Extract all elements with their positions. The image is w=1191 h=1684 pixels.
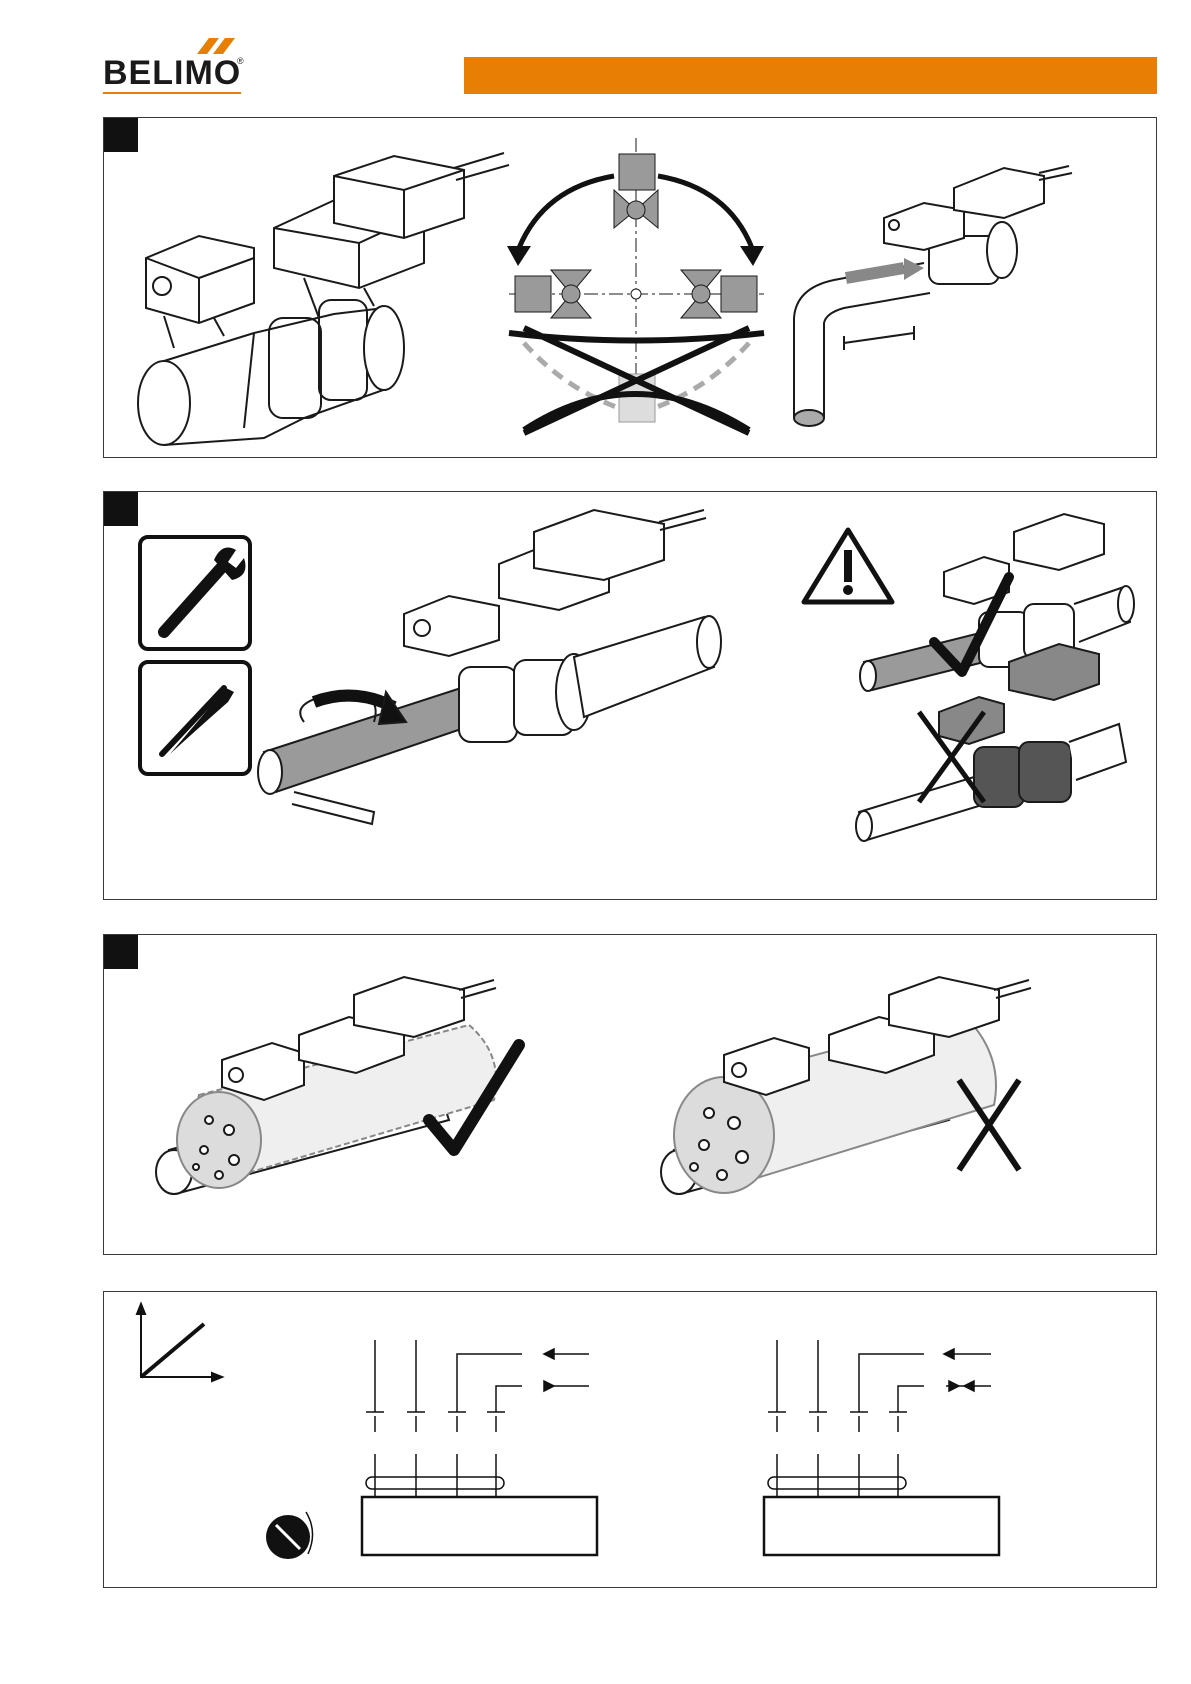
panel-tightening-tools — [103, 491, 1157, 900]
valve-actuator-illustration — [138, 153, 509, 445]
logo-registered-mark: ® — [237, 56, 244, 66]
wiring-diagram-right — [764, 1340, 999, 1555]
logo-wordmark: BELIMO — [103, 54, 241, 93]
panel-4-illustrations — [104, 1292, 1158, 1589]
header-bar — [464, 57, 1157, 94]
pipe-wrench-icon — [140, 662, 250, 774]
rotation-switch-icon — [266, 1512, 313, 1559]
pipe-flow-illustration — [794, 166, 1072, 426]
insulated-valve-incorrect — [661, 977, 1031, 1194]
panel-2-illustrations — [104, 492, 1158, 901]
panel-1-illustrations — [104, 118, 1158, 459]
logo-mark-icon — [183, 38, 239, 54]
panel-3-illustrations — [104, 935, 1158, 1256]
characteristic-graph-icon — [137, 1304, 222, 1381]
orientation-arrows-diagram — [507, 138, 764, 433]
logo-underline — [103, 92, 241, 94]
pipe-tightening-illustration — [258, 510, 721, 824]
wiring-diagram-left — [362, 1340, 597, 1555]
insulated-valve-correct — [156, 977, 496, 1194]
panel-mounting-orientation — [103, 117, 1157, 458]
belimo-logo: BELIMO ® — [103, 38, 243, 96]
warning-triangle-icon — [804, 530, 892, 602]
panel-wiring — [103, 1291, 1157, 1588]
panel-insulation — [103, 934, 1157, 1255]
wrench-icon — [140, 537, 250, 649]
